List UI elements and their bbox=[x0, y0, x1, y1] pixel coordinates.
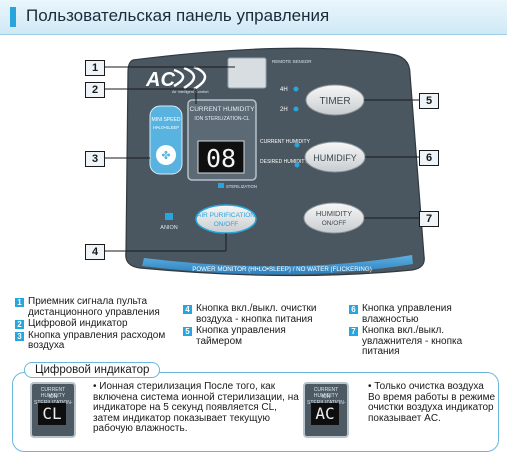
sterilization-label: STERILIZATION bbox=[226, 184, 257, 189]
anion-indicator bbox=[165, 213, 173, 220]
callout-7: 7 bbox=[419, 211, 439, 227]
digital-display-lcd bbox=[197, 140, 245, 174]
callout-1: 1 bbox=[85, 60, 105, 76]
monitor-strip-label: POWER MONITOR (HI•LO•SLEEP) / NO WATER (… bbox=[192, 266, 372, 273]
display-label-1: CURRENT HUMIDITY bbox=[190, 106, 256, 113]
control-panel-illustration: POWER MONITOR (HI•LO•SLEEP) / NO WATER (… bbox=[103, 47, 425, 277]
logo-wave-3 bbox=[193, 65, 207, 91]
humidify-desired-label: DESIRED HUMIDITY bbox=[260, 159, 308, 165]
leader-lines bbox=[103, 66, 419, 252]
indicator-cl-description: • Ионная стерилизация После того, как вк… bbox=[93, 381, 299, 434]
indicator-display-cl: CURRENT HUMIDITY ION STERILIZATION-CL CL bbox=[30, 382, 76, 438]
timer-4h-label: 4H bbox=[280, 87, 288, 93]
monitor-strip bbox=[142, 255, 413, 275]
remote-sensor-label: REMOTE SENSOR bbox=[272, 59, 312, 64]
humidity-onoff-sub: ON/OFF bbox=[322, 220, 347, 227]
humidity-onoff-label: HUMIDITY bbox=[316, 209, 352, 218]
humidify-desired-led bbox=[294, 162, 300, 168]
fan-icon: ✤ bbox=[161, 149, 170, 162]
humidify-current-led bbox=[294, 142, 300, 148]
indicator-cl-code: CL bbox=[38, 403, 66, 425]
callout-3: 3 bbox=[85, 151, 105, 167]
indicator-section bbox=[12, 372, 499, 452]
ac-logo: AC bbox=[145, 69, 175, 91]
indicator-display-ac: CURRENT HUMIDITY ION STERILIZATION-CL AC bbox=[303, 382, 349, 438]
sterilization-indicator bbox=[218, 183, 224, 188]
humidity-onoff-button bbox=[303, 202, 365, 234]
timer-button-label: TIMER bbox=[319, 96, 350, 107]
callout-6: 6 bbox=[419, 150, 439, 166]
page-header: Пользовательская панель управления bbox=[0, 0, 507, 35]
logo-wave-1 bbox=[173, 68, 185, 88]
display-label-2: ION STERILIZATION-CL bbox=[194, 116, 249, 122]
air-purification-button bbox=[195, 204, 257, 234]
fan-icon-circle bbox=[156, 145, 176, 165]
indicator-ac-description: • Только очистка воздуха Во время работы… bbox=[368, 381, 496, 424]
indicator-section-title: Цифровой индикатор bbox=[24, 362, 161, 378]
logo-tagline: Air Intelligent Comfort bbox=[172, 90, 209, 94]
callout-4: 4 bbox=[85, 244, 105, 260]
indicator-cl-line1: CURRENT HUMIDITY bbox=[40, 387, 66, 399]
display-digits: 08 bbox=[206, 144, 236, 173]
header-accent-bar bbox=[10, 7, 16, 27]
page-title: Пользовательская панель управления bbox=[26, 6, 330, 25]
air-purification-sub: ON/OFF bbox=[214, 221, 239, 228]
remote-sensor-window bbox=[227, 57, 267, 89]
callout-2: 2 bbox=[85, 82, 105, 98]
indicator-ac-line1: CURRENT HUMIDITY bbox=[313, 387, 339, 399]
timer-4h-led bbox=[293, 86, 299, 92]
humidify-current-label: CURRENT HUMIDITY bbox=[260, 139, 311, 145]
callout-5: 5 bbox=[419, 93, 439, 109]
air-purification-label: AIR PURIFICATION bbox=[197, 212, 255, 219]
mini-speed-sub: HI•LO•SLEEP bbox=[153, 125, 179, 130]
timer-2h-label: 2H bbox=[280, 107, 288, 113]
humidify-button-label: HUMIDIFY bbox=[313, 153, 357, 163]
mini-speed-label: MINI SPEED bbox=[152, 117, 181, 123]
logo-wave-2 bbox=[183, 66, 196, 90]
timer-2h-led bbox=[293, 106, 299, 112]
anion-label: ANION bbox=[160, 225, 177, 231]
indicator-ac-code: AC bbox=[311, 403, 339, 425]
